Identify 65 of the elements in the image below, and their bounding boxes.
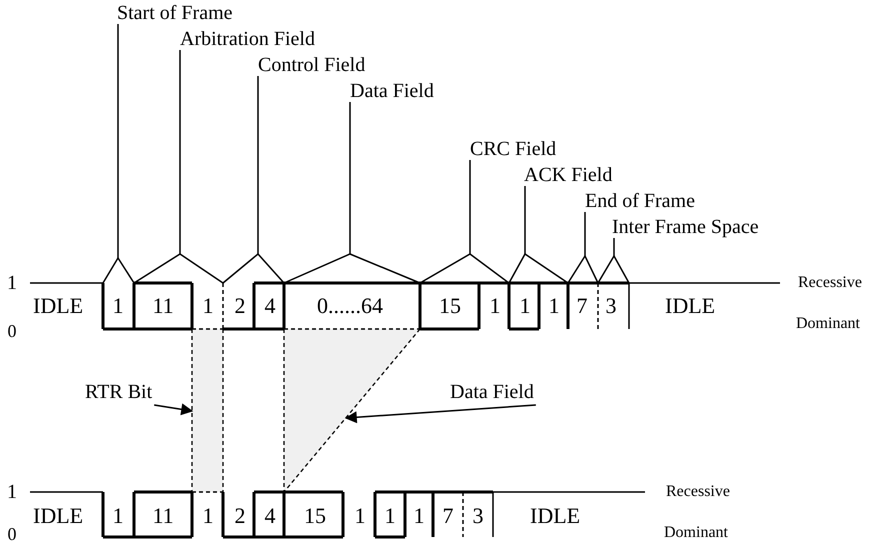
bit-count: 4 [264,295,276,317]
state-label: IDLE [530,505,580,527]
bracket [509,254,568,283]
leader-line [584,212,586,256]
field-label: Data Field [350,81,434,101]
bit-count: 1 [112,295,124,317]
bit-count: 3 [472,505,484,527]
bracket [134,254,223,283]
leader-line [349,102,351,254]
level-label: 1 [7,482,17,502]
bit-count: 15 [304,505,326,527]
bit-count: 1 [490,295,500,317]
state-label: IDLE [33,295,84,317]
level-label: 0 [8,525,16,543]
level-label: 0 [8,322,16,340]
field-label: ACK Field [524,165,612,185]
bracket [598,256,629,283]
bit-count: 0......64 [317,295,383,317]
field-label: Arbitration Field [180,29,315,49]
bit-count: 7 [442,505,454,527]
level-label: 1 [7,273,17,293]
bit-count: 1 [548,295,560,317]
field-label: End of Frame [585,191,695,211]
field-label: RTR Bit [85,382,152,402]
state-label: IDLE [33,505,84,527]
leader-line [117,24,119,258]
leader-line [613,238,615,256]
shaded-area [192,329,223,492]
level-label: Dominant [664,525,728,541]
field-label: Control Field [258,55,366,75]
leader-line [469,160,471,254]
bit-count: 3 [606,295,616,317]
bit-count: 1 [384,505,396,527]
bracket [568,256,598,283]
bit-count: 1 [520,295,530,317]
bit-count: 4 [264,505,276,527]
bracket [284,254,420,283]
state-label: IDLE [665,295,716,317]
bit-count: 7 [576,295,588,317]
bit-count: 1 [354,505,366,527]
bit-count: 2 [234,295,246,317]
bit-count: 2 [234,505,246,527]
arrow [154,403,194,416]
bit-count: 1 [414,505,424,527]
bracket [103,258,134,283]
level-label: Recessive [666,484,730,500]
bit-count: 11 [152,295,174,317]
bit-count: 11 [152,505,174,527]
bracket [223,254,284,283]
level-label: Recessive [798,275,862,291]
bit-count: 1 [202,505,214,527]
bit-count: 15 [439,295,461,317]
leader-line [179,50,181,254]
bit-count: 1 [112,505,124,527]
bit-count: 1 [202,295,214,317]
field-label: Data Field [450,382,534,402]
level-label: Dominant [796,316,860,332]
arrow [344,404,536,424]
field-label: Start of Frame [117,3,233,23]
leader-line [524,186,526,254]
field-label: CRC Field [470,139,556,159]
shaded-area [284,329,420,492]
bracket [420,254,509,283]
leader-line [257,76,259,254]
field-label: Inter Frame Space [612,217,759,237]
